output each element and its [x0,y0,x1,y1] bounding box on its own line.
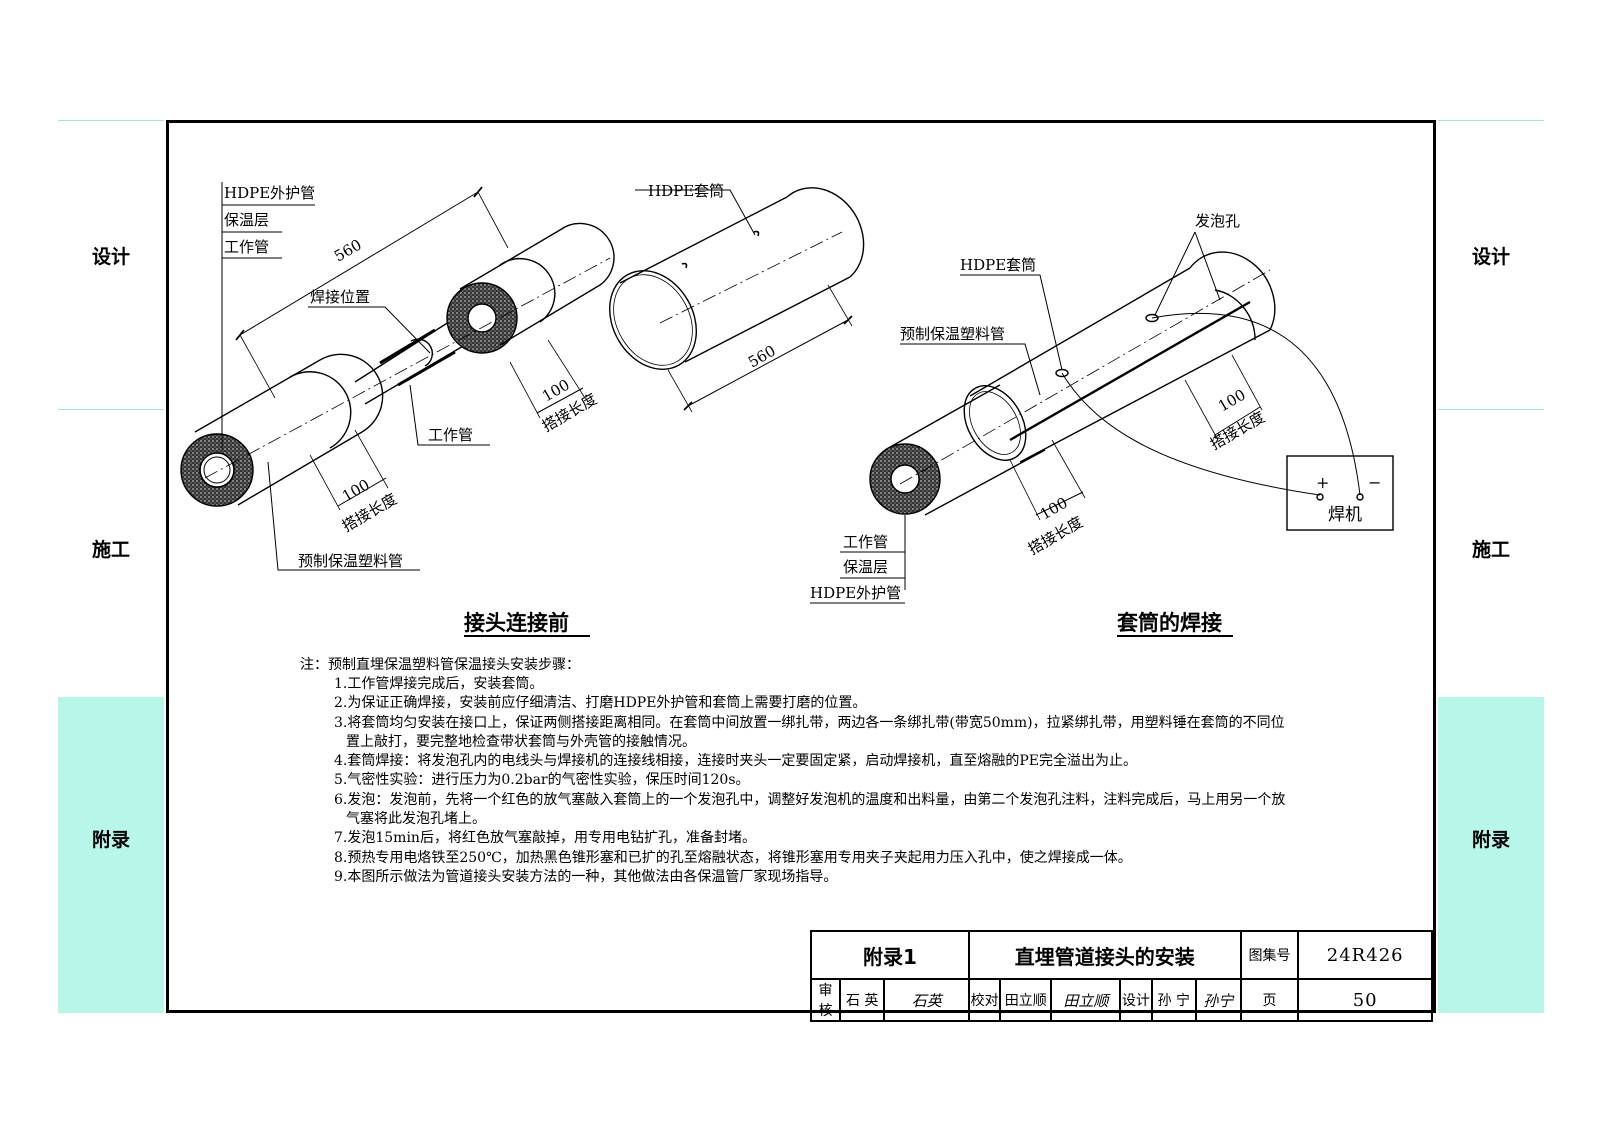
band-divider [58,409,164,410]
side-tab-appendix: 附录 [58,828,164,853]
label-overlap-right-bottom: 搭接长度 [1025,513,1086,559]
label-insulation-right: 保温层 [843,558,888,576]
review-label: 审核 [810,978,841,1022]
band-divider [1438,409,1544,410]
note-item: 1.工作管焊接完成后，安装套筒。 [334,676,544,692]
welder-plus-sign: + [1316,473,1329,492]
check-label: 校对 [967,978,1002,1022]
note-item: 4.套筒焊接：将发泡孔内的电线头与焊接机的连接线相接，连接时夹头一定要固定紧，启… [334,753,1137,770]
notes-list: 1.工作管焊接完成后，安装套筒。 2.为保证正确焊接，安装前应仔细清洁、打磨HD… [334,656,1294,887]
note-item: 9.本图所示做法为管道接头安装方法的一种，其他做法由各保温管厂家现场指导。 [334,868,838,885]
side-tab-construction: 施工 [58,538,164,563]
appendix-band [58,697,164,1013]
note-item: 8.预热专用电烙铁至250℃，加热黑色锥形塞和已扩的孔至熔融状态，将锥形塞用专用… [334,849,1132,866]
label-prefab-pipe-left: 预制保温塑料管 [298,552,403,570]
note-item: 2.为保证正确焊接，安装前应仔细清洁、打磨HDPE外护管和套筒上需要打磨的位置。 [334,695,867,712]
right-side-tabs: 设计 施工 附录 [1438,0,1544,1131]
band-divider [58,120,164,121]
page-number: 50 [1297,978,1433,1022]
side-tab-appendix: 附录 [1438,828,1544,853]
notes-title: 注：预制直埋保温塑料管保温接头安装步骤： [300,657,580,673]
atlas-label: 图集号 [1239,930,1300,980]
designer-signature: 孙宁 [1195,978,1242,1022]
caption-before-joint: 接头连接前 [464,611,569,635]
label-sleeve-right: HDPE套筒 [960,256,1036,274]
page-label: 页 [1239,978,1300,1022]
side-tab-design: 设计 [1438,245,1544,270]
label-work-pipe-right: 工作管 [843,533,888,551]
foam-hole [1145,313,1159,323]
side-tab-label: 设计 [91,246,130,268]
dim-overlap-left-1: 100 [339,476,373,506]
label-prefab-pipe-right: 预制保温塑料管 [900,325,1005,343]
side-tab-design: 设计 [58,245,164,270]
label-sleeve-middle: HDPE套筒 [648,182,724,200]
dim-overlap-left-2: 100 [539,376,573,406]
dim-overlap-right-top: 100 [1215,386,1249,416]
welder-box [1286,455,1394,531]
label-outer-pipe-right: HDPE外护管 [810,584,901,602]
note-item: 7.发泡15min后，将红色放气塞敲掉，用专用电钻扩孔，准备封堵。 [334,830,756,847]
band-divider [1438,120,1544,121]
checker-name: 田立顺 [999,978,1053,1022]
note-item: 3.将套筒均匀安装在接口上，保证两侧搭接距离相同。在套筒中间放置一绑扎带，两边各… [334,714,1285,750]
label-work-pipe: 工作管 [428,426,473,444]
design-label: 设计 [1119,978,1153,1022]
side-tab-label: 施工 [91,539,130,561]
side-tab-construction: 施工 [1438,538,1544,563]
right-pipe-assembly [810,231,1394,604]
side-tab-label: 设计 [1471,246,1510,268]
title-block: 附录1 直埋管道接头的安装 图集号 24R426 审核 石 英 石英 校对 田立… [810,930,1433,1022]
reviewer-name: 石 英 [838,978,886,1022]
checker-signature: 田立顺 [1050,978,1122,1022]
left-pipe-assembly [180,182,615,571]
middle-sleeve [608,187,865,413]
appendix-band [1438,697,1544,1013]
designer-name: 孙 宁 [1150,978,1198,1022]
label-work-pipe-top: 工作管 [224,238,269,256]
label-outer-pipe: HDPE外护管 [224,184,315,202]
atlas-number: 24R426 [1297,930,1433,980]
section-label: 附录1 [810,930,970,980]
side-tab-label: 施工 [1471,539,1510,561]
drawing-sheet-frame [166,120,1436,1013]
note-item: 6.发泡：发泡前，先将一个红色的放气塞敲入套筒上的一个发泡孔中，调整好发泡机的温… [334,791,1286,828]
note-item: 5.气密性实验：进行压力为0.2bar的气密性实验，保压时间120s。 [334,772,750,789]
label-insulation: 保温层 [224,211,269,229]
reviewer-signature: 石英 [883,978,970,1022]
dim-length-left: 560 [331,236,365,266]
dim-length-middle: 560 [745,342,779,372]
drawing-title: 直埋管道接头的安装 [968,930,1242,980]
label-welder: 焊机 [1328,505,1362,525]
welder-minus-sign: − [1368,473,1381,492]
caption-sleeve-welding: 套筒的焊接 [1117,611,1222,635]
label-weld-position: 焊接位置 [310,288,370,306]
side-tab-label: 附录 [1471,829,1510,851]
label-overlap-right-top: 搭接长度 [1207,408,1268,454]
side-tab-label: 附录 [91,829,130,851]
label-foam-hole: 发泡孔 [1195,212,1240,230]
left-side-tabs: 设计 施工 附录 [58,0,164,1131]
